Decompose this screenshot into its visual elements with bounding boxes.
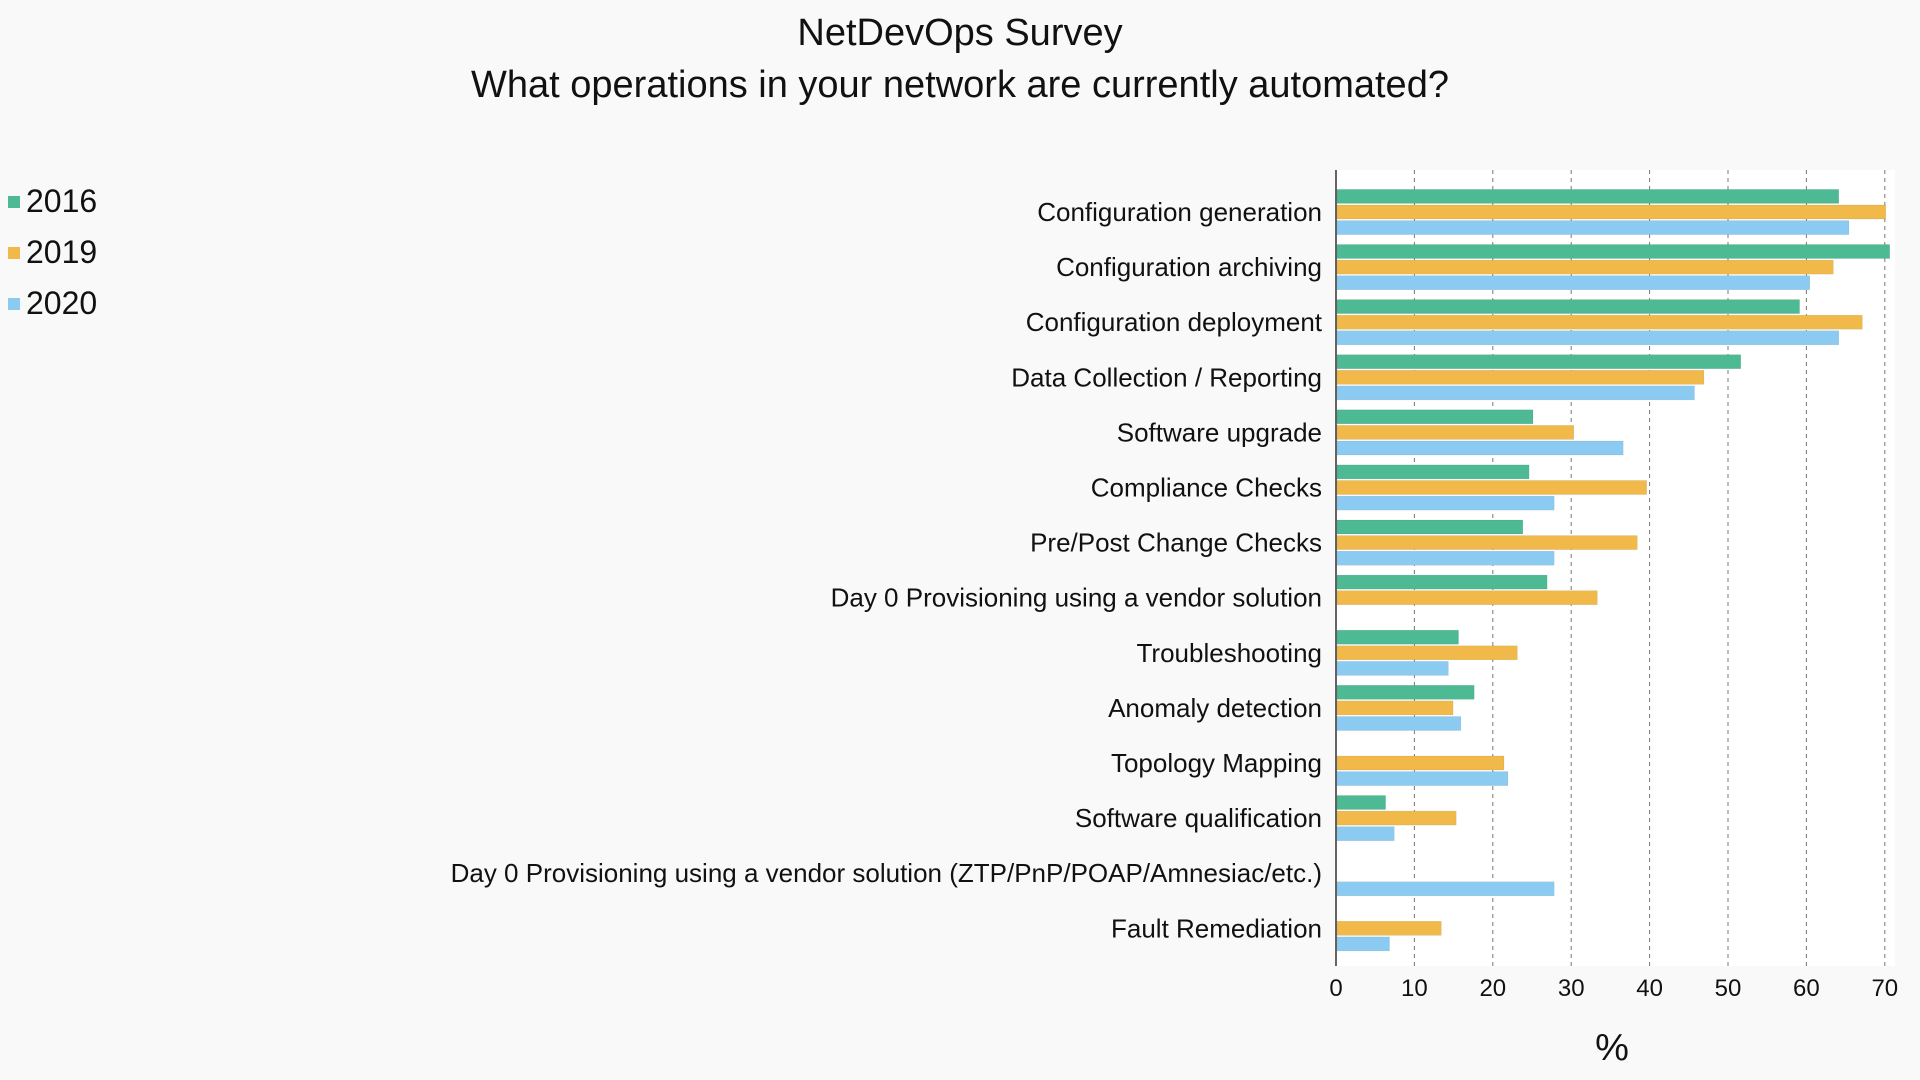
bar-2019 [1336,370,1705,385]
x-tick-label: 40 [1636,975,1663,1002]
bar-2019 [1336,755,1505,771]
x-tick-label: 10 [1401,975,1428,1002]
category-label: Pre/Post Change Checks [1030,528,1322,558]
legend-label: 2019 [26,234,98,270]
bar-2016 [1336,244,1890,259]
bar-2020 [1336,661,1449,676]
bar-2016 [1336,685,1475,700]
bar-2016 [1336,409,1534,425]
bar-2019 [1336,810,1457,826]
legend-swatch [8,195,20,208]
bar-2016 [1336,795,1386,810]
chart-subtitle: What operations in your network are curr… [471,64,1449,106]
bar-2020 [1336,771,1509,786]
bar-2016 [1336,299,1800,314]
category-label: Fault Remediation [1111,913,1322,943]
bar-2020 [1336,881,1555,897]
bar-2019 [1336,259,1834,275]
category-label: Software qualification [1075,803,1322,833]
chart-title: NetDevOps Survey [797,12,1123,54]
bar-2019 [1336,204,1887,220]
x-axis-title: % [1595,1027,1629,1069]
bar-2019 [1336,535,1638,550]
bar-2019 [1336,425,1575,440]
bar-2019 [1336,700,1454,716]
bar-2020 [1336,495,1555,511]
bar-2019 [1336,590,1598,605]
legend-item-2016: 2016 [8,176,97,227]
category-label: Data Collection / Reporting [1011,362,1322,392]
bar-2020 [1336,826,1395,841]
bar-2020 [1336,440,1624,456]
legend-swatch [8,297,20,310]
x-tick-label: 70 [1871,975,1898,1002]
category-label: Day 0 Provisioning using a vendor soluti… [451,858,1322,888]
category-label: Software upgrade [1117,417,1322,447]
x-tick-label: 50 [1715,975,1742,1002]
category-label: Day 0 Provisioning using a vendor soluti… [831,583,1322,613]
bar-2016 [1336,574,1548,590]
bar-2020 [1336,716,1462,731]
x-tick-label: 60 [1793,975,1820,1002]
bar-2019 [1336,645,1518,661]
bar-2016 [1336,354,1742,369]
x-tick-label: 0 [1329,975,1342,1002]
bar-2016 [1336,464,1530,480]
category-label: Troubleshooting [1137,638,1323,668]
category-label: Anomaly detection [1108,693,1322,723]
x-tick-label: 30 [1558,975,1585,1002]
category-label: Configuration archiving [1056,252,1322,282]
legend-item-2019: 2019 [8,227,97,278]
bar-2019 [1336,480,1647,495]
category-label: Compliance Checks [1091,473,1322,503]
x-tick-label: 20 [1479,975,1506,1002]
bar-2020 [1336,550,1555,566]
bar-2020 [1336,275,1811,290]
bar-2020 [1336,936,1390,952]
bar-2019 [1336,921,1442,936]
category-label: Configuration generation [1037,197,1322,227]
bar-2016 [1336,629,1459,645]
bar-2020 [1336,385,1695,401]
category-label: Configuration deployment [1026,307,1323,337]
legend-label: 2020 [26,285,98,321]
legend-swatch [8,246,20,259]
bar-2020 [1336,330,1840,346]
legend-item-2020: 2020 [8,278,97,329]
bar-2016 [1336,519,1524,535]
bar-2019 [1336,314,1863,330]
bar-2016 [1336,189,1840,204]
category-label: Topology Mapping [1111,748,1322,778]
bar-2020 [1336,220,1850,235]
legend: 2016 2019 2020 [8,176,97,329]
legend-label: 2016 [26,183,98,219]
